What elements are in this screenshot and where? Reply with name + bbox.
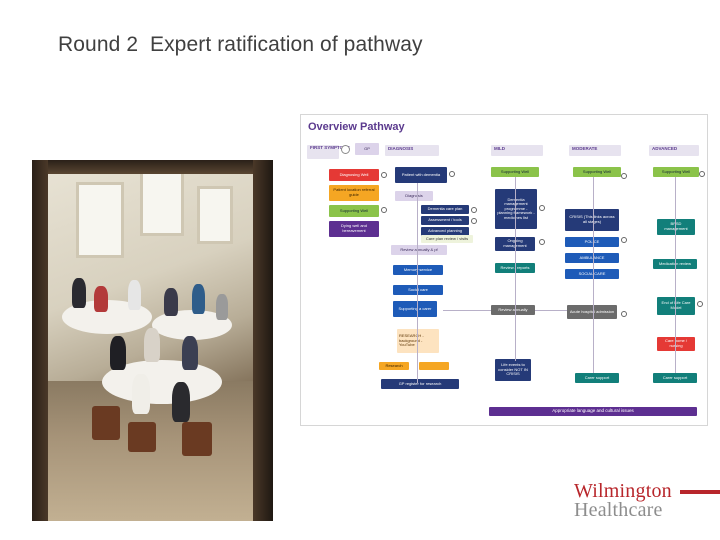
logo-wilmington: Wilmington [574, 480, 672, 502]
box-advanced-carer-support: Carer support [653, 373, 697, 383]
box-care-plan-review: Care plan review / visits [421, 235, 473, 243]
pathway-title: Overview Pathway [308, 121, 405, 133]
box-advanced-supporting-well: Supporting Well [653, 167, 699, 177]
box-diagnosis: Diagnosis [395, 191, 433, 201]
box-acute-hospital: Acute hospital admission [567, 305, 617, 319]
overview-pathway-chart: Overview Pathway FIRST SYMPTOMS DIAGNOSI… [300, 114, 708, 426]
box-crisis: CRISIS (This links across all stages) [565, 209, 619, 231]
box-mild-supporting-well: Supporting Well [491, 167, 539, 177]
footer-bar-cultural-issues: Appropriate language and cultural issues [489, 407, 697, 416]
info-icon [697, 301, 703, 307]
box-care-plan: Dementia care plan [421, 205, 469, 214]
box-life-events: Life events to consider NOT IN CRISIS [495, 359, 531, 381]
info-icon [621, 173, 627, 179]
box-assessment: Assessment / tools [421, 216, 469, 225]
box-diagnosing-well: Diagnosing Well [329, 169, 379, 181]
stage-diagnosis: DIAGNOSIS [385, 145, 439, 156]
gp-box: GP [355, 143, 379, 155]
info-icon [539, 239, 545, 245]
box-bpsd: BPSD management [657, 219, 695, 235]
box-research-2 [419, 362, 449, 370]
info-icon [621, 237, 627, 243]
info-icon [449, 171, 455, 177]
box-social-care: Social care [393, 285, 443, 295]
info-icon [341, 145, 350, 154]
info-icon [699, 171, 705, 177]
box-advanced-planning: Advanced planning [421, 227, 469, 236]
box-moderate-supporting-well: Supporting Well [573, 167, 621, 177]
stage-advanced: ADVANCED [649, 145, 699, 156]
box-care-home: Care home / nursing [657, 337, 695, 351]
info-icon [471, 207, 477, 213]
box-ambulance: AMBULANCE [565, 253, 619, 263]
box-research-note: RESEARCH - background - YouTube [397, 329, 439, 353]
info-icon [381, 172, 387, 178]
box-end-of-life: End of Life Care Model [657, 297, 695, 315]
stage-mild: MILD [491, 145, 543, 156]
box-research: Research [379, 362, 409, 370]
slide-title: Round 2 Expert ratification of pathway [58, 33, 423, 56]
box-social-care-crisis: SOCIAL CARE [565, 269, 619, 279]
info-icon [381, 207, 387, 213]
box-dying-well: Dying well and bereavement [329, 221, 379, 237]
workshop-photo [32, 160, 273, 521]
logo-accent-bar [680, 490, 720, 494]
box-memory-service: Memory service [393, 265, 443, 275]
info-icon [471, 218, 477, 224]
stage-moderate: MODERATE [569, 145, 621, 156]
info-icon [539, 205, 545, 211]
box-moderate-carer-support: Carer support [575, 373, 619, 383]
logo-healthcare: Healthcare [574, 499, 663, 521]
info-icon [621, 311, 627, 317]
box-management-programme: Dementia management programme - planning… [495, 189, 537, 229]
box-gp-register: GP register for research [381, 379, 459, 389]
box-mild-review-annually: Review annually [491, 305, 535, 315]
box-review-annually: Review annually & pf [391, 245, 447, 255]
box-supporting-carer: Supporting a carer [393, 301, 437, 317]
box-patient-dementia: Patient with dementia [395, 167, 447, 183]
box-police: POLICE [565, 237, 619, 247]
box-supporting-well: Supporting Well [329, 205, 379, 217]
box-referral-guide: Patient location referral guide [329, 185, 379, 201]
stage-first-symptoms: FIRST SYMPTOMS [307, 145, 350, 159]
